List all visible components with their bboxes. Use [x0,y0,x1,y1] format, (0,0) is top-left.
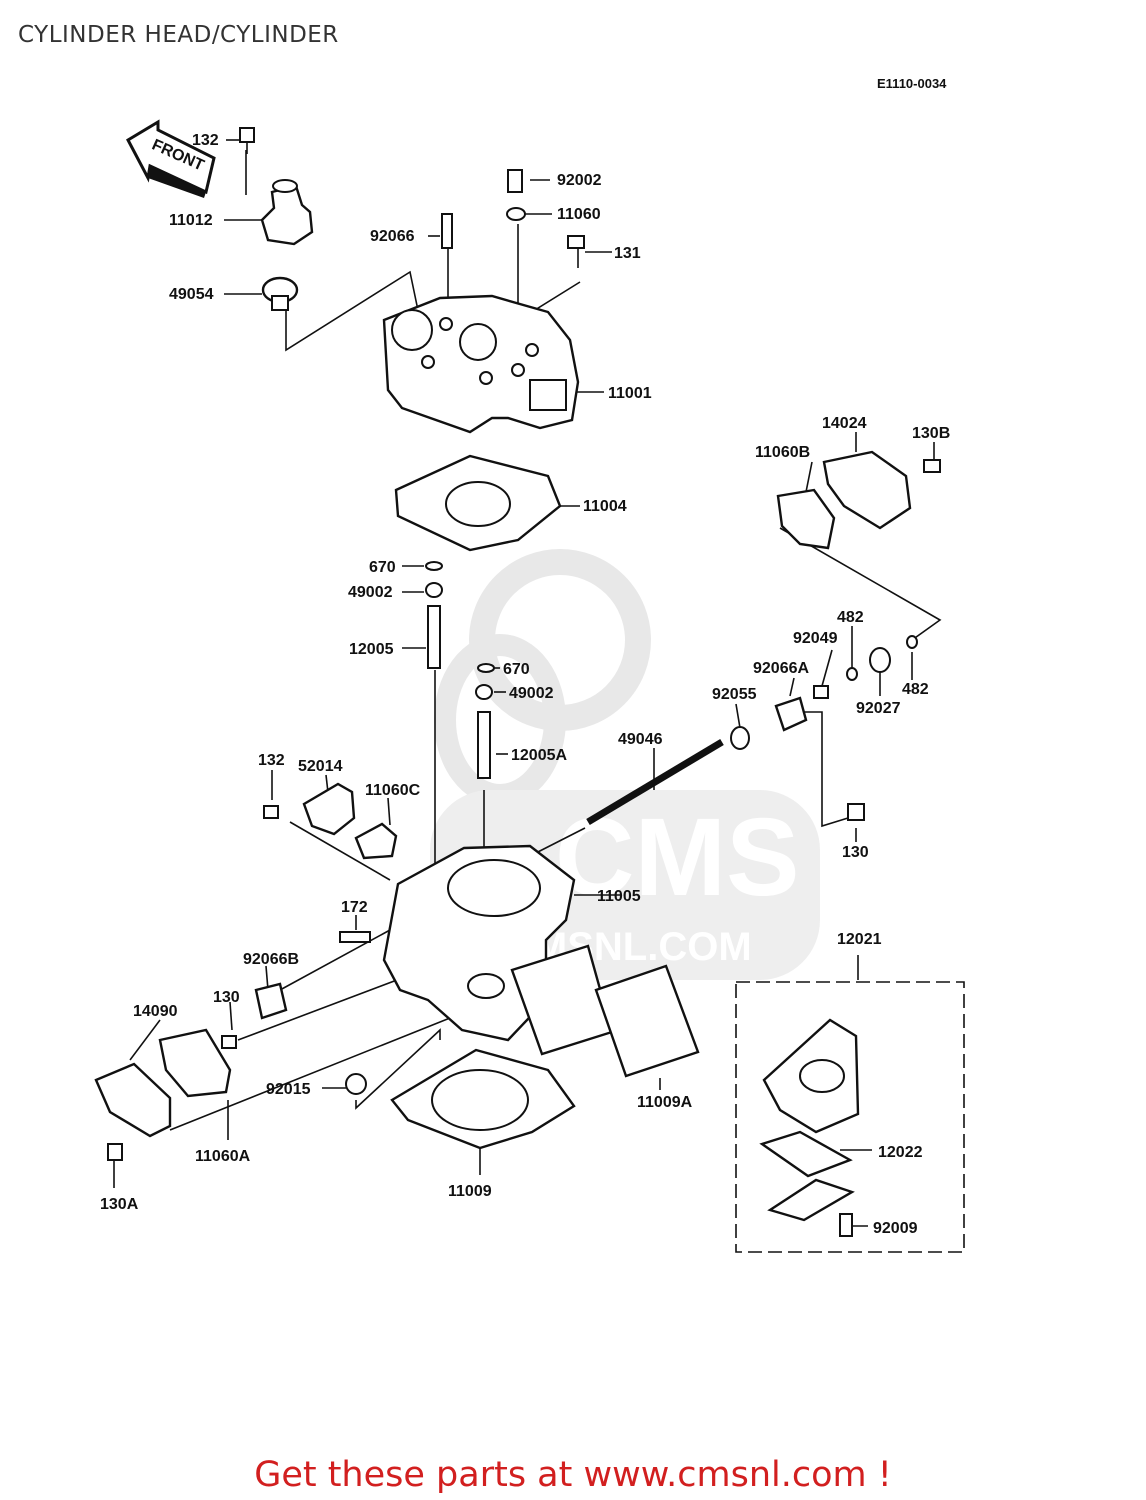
part-92066A-holder [774,696,808,732]
part-92015-nut [345,1073,367,1095]
part-482-washer [846,667,858,681]
part-label: 49054 [169,286,214,303]
part-11012-water-outlet [260,179,314,246]
part-12005A-valve [477,711,491,779]
part-92002-bolt [507,169,523,193]
part-label: 92066 [370,228,415,245]
part-130-bolt-left [221,1035,237,1049]
part-label: 92015 [266,1081,311,1098]
part-label: 11060 [557,206,601,223]
part-130B-bolt [923,459,941,473]
part-label: 49002 [509,685,554,702]
part-label: 52014 [298,758,343,775]
page-title: CYLINDER HEAD/CYLINDER [18,22,339,48]
part-11009-base-gasket [390,1048,576,1150]
part-49002-cap [425,582,443,598]
part-482-washer-b [906,635,918,649]
cta-link[interactable]: Get these parts at www.cmsnl.com ! [254,1455,892,1495]
part-label: 92002 [557,172,602,189]
part-label: 130 [213,989,240,1006]
part-14024-cover [822,450,912,530]
part-label: 14024 [822,415,867,432]
part-670-o-ring [425,561,443,571]
part-label: 130A [100,1196,139,1213]
part-label: 11060C [365,782,421,799]
part-bolt-132-top [239,127,255,154]
part-label: 670 [369,559,396,576]
part-label: 482 [837,609,864,626]
part-49054-thermostat [261,276,299,311]
part-label: 172 [341,899,368,916]
part-label: 92066B [243,951,299,968]
part-label: 92066A [753,660,809,677]
part-label: 132 [258,752,285,769]
watermark-brand: CMS [555,796,799,919]
diagram-code: E1110-0034 [877,76,947,91]
part-11060A-gasket [158,1028,232,1098]
part-label: 11005 [597,888,641,905]
part-132-bolt-side [263,805,279,819]
part-92066-stud [441,213,453,249]
part-label: 132 [192,132,219,149]
part-14090-cover [94,1062,172,1138]
part-label: 49046 [618,731,663,748]
part-49002-cap-b [475,684,493,700]
part-11060C-gasket [354,822,398,860]
part-label: 130 [842,844,869,861]
part-labels: 132 11012 49054 92002 11060 92066 131 11… [100,132,950,1237]
part-label: 11060A [195,1148,251,1165]
part-11001-cylinder-head [382,294,580,434]
part-label: 92055 [712,686,757,703]
part-label: 11001 [608,385,652,402]
part-12005-valve [427,605,441,669]
part-52014-holder [302,782,356,836]
part-92049-seal [813,685,829,699]
part-label: 11004 [583,498,627,515]
part-label: 12022 [878,1144,923,1161]
part-label: 92009 [873,1220,918,1237]
part-92066B-holder [254,982,288,1020]
part-label: 11012 [169,212,213,229]
part-label: 11009 [448,1183,492,1200]
part-label: 12005A [511,747,567,764]
part-label: 131 [614,245,641,262]
part-label: 670 [503,661,530,678]
part-11009A-gasket [510,944,700,1078]
part-172-stud [339,931,371,943]
part-label: 12021 [837,931,882,948]
part-12021-reed-valve-box [735,981,965,1253]
part-92055-o-ring [730,726,750,750]
part-label: 49002 [348,584,393,601]
part-label: 482 [902,681,929,698]
part-130A-bolt [107,1143,123,1161]
part-131-bolt [567,235,585,268]
part-label: 11060B [755,444,810,461]
part-92009-screw [839,1213,853,1237]
part-11060-washer [506,207,526,221]
part-label: 14090 [133,1003,178,1020]
part-92027-bushing [869,647,891,673]
part-11004-head-gasket [394,454,562,552]
part-label: 92049 [793,630,838,647]
part-49046-shaft [586,738,724,826]
part-11060B-gasket [776,488,836,550]
part-label: 11009A [637,1094,693,1111]
part-130-bolt-right [847,803,865,821]
part-label: 130B [912,425,950,442]
part-label: 92027 [856,700,901,717]
part-670-o-ring-b [477,663,495,673]
part-label: 12005 [349,641,394,658]
